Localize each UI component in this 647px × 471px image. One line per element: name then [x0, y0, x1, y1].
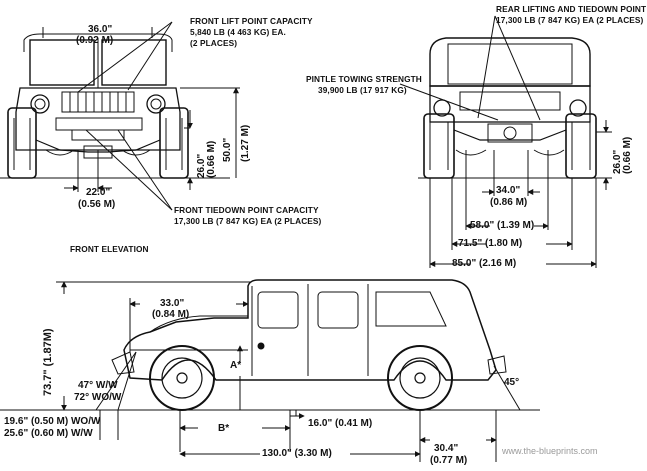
side-dim-33-metric: (0.84 M): [152, 309, 190, 320]
rear-clearance-metric: (0.66 M): [622, 136, 633, 174]
rear-caption-line2: 17,300 LB (7 847 KG) EA (2 PLACES): [496, 15, 644, 25]
front-height-metric: (1.27 M): [240, 124, 251, 162]
rear-overhang-label: 30.4": [434, 443, 459, 454]
front-clearance-metric: (0.66 M): [206, 140, 217, 178]
front-track-label: 22.0": [86, 187, 111, 198]
pintle-caption-line2: 39,900 LB (17 917 KG): [318, 85, 407, 95]
side-height-label: 73.7" (1.87M): [42, 328, 54, 396]
rear-dim-34: 34.0": [496, 185, 521, 196]
front-width-label: 36.0": [88, 24, 113, 35]
watermark: www.the-blueprints.com: [502, 446, 598, 456]
departure-angle: 45°: [504, 377, 520, 388]
rear-dim-34-metric: (0.86 M): [490, 197, 528, 208]
tiedown-caption-line2: 17,300 LB (7 847 KG) EA (2 PLACES): [174, 216, 322, 226]
dim-196-label: 19.6" (0.50 M) WO/W: [4, 416, 101, 427]
lift-caption-line3: (2 PLACES): [190, 38, 238, 48]
front-track-metric: (0.56 M): [78, 199, 116, 210]
approach-angle-wow: 72° WO/W: [74, 392, 122, 403]
approach-angle-ww: 47° W/W: [78, 380, 118, 391]
dim-256-label: 25.6" (0.60 M) W/W: [4, 428, 93, 439]
dim-b-label: B*: [218, 423, 230, 434]
front-height-label: 50.0": [222, 137, 233, 162]
rear-overhang-metric: (0.77 M): [430, 455, 468, 466]
rear-caption-line1: REAR LIFTING AND TIEDOWN POINT CAPACITY: [496, 4, 647, 14]
dim-16-label: 16.0" (0.41 M): [308, 418, 373, 429]
wheelbase-label: 130.0" (3.30 M): [262, 448, 332, 459]
front-width-metric: (0.92 M): [76, 35, 114, 46]
rear-view-drawing: [399, 15, 612, 268]
lift-caption-line2: 5,840 LB (4 463 KG) EA.: [190, 27, 286, 37]
front-elevation-title: FRONT ELEVATION: [70, 244, 149, 254]
side-view-drawing: [0, 279, 540, 462]
rear-dim-85: 85.0" (2.16 M): [452, 258, 517, 269]
tiedown-caption-line1: FRONT TIEDOWN POINT CAPACITY: [174, 205, 319, 215]
dim-a-label: A*: [230, 360, 242, 371]
rear-dim-715: 71.5" (1.80 M): [458, 238, 523, 249]
front-view-drawing: [0, 21, 240, 211]
lift-caption-line1: FRONT LIFT POINT CAPACITY: [190, 16, 313, 26]
side-dim-33: 33.0": [160, 298, 185, 309]
rear-dim-58: 58.0" (1.39 M): [470, 220, 535, 231]
pintle-caption-line1: PINTLE TOWING STRENGTH: [306, 74, 422, 84]
